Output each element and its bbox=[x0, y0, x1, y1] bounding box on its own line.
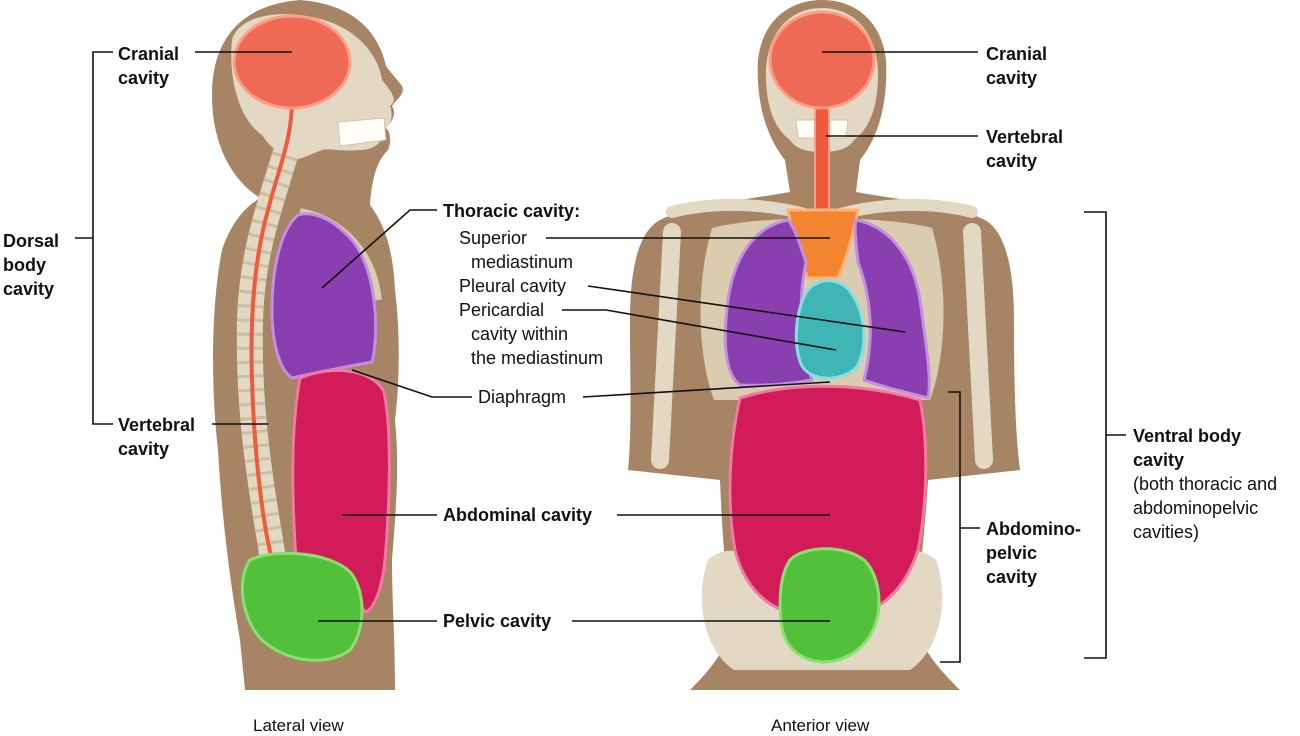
label-line: the mediastinum bbox=[471, 348, 604, 368]
label-line: pelvic bbox=[986, 543, 1038, 563]
label-line: Abdomino- bbox=[986, 519, 1081, 539]
label-line: cavity bbox=[3, 279, 55, 299]
anterior-arm-bones bbox=[651, 223, 993, 469]
abdominopelvic-cavity-label: Abdomino- pelvic cavity bbox=[986, 517, 1081, 589]
abdominal-cavity-label: Abdominal cavity bbox=[443, 505, 593, 525]
pelvic-cavity-label: Pelvic cavity bbox=[443, 611, 552, 631]
leader-pleural bbox=[587, 285, 906, 333]
lateral-cranial-cavity bbox=[232, 14, 352, 110]
label-line: cavity within bbox=[471, 324, 569, 344]
label-line: Ventral body bbox=[1133, 426, 1242, 446]
dorsal-body-cavity-label: Dorsal body cavity bbox=[3, 229, 59, 301]
label-line: cavity bbox=[986, 567, 1038, 587]
label-line: Superior bbox=[459, 228, 528, 248]
label-line: cavity bbox=[118, 68, 170, 88]
lateral-pelvic-cavity bbox=[240, 551, 364, 662]
vertebral-cavity-label-left: Vertebral cavity bbox=[118, 413, 195, 461]
leader-lines bbox=[75, 51, 1126, 663]
leader-diaphragm-left bbox=[351, 369, 472, 398]
vertebral-cavity-label-right: Vertebral cavity bbox=[986, 125, 1063, 173]
anterior-abdominal-cavity bbox=[728, 384, 928, 614]
anterior-vertebral-cavity bbox=[814, 95, 830, 211]
anterior-pelvic-cavity bbox=[778, 547, 881, 664]
bracket-dorsal bbox=[75, 51, 113, 425]
label-line: cavity bbox=[1133, 450, 1185, 470]
label-line: cavity bbox=[986, 68, 1038, 88]
lateral-abdominal-cavity bbox=[291, 368, 391, 614]
superior-mediastinum-label: Superior mediastinum bbox=[459, 226, 573, 274]
anterior-cranial-cavity bbox=[768, 10, 876, 110]
pericardial-cavity-label: Pericardial cavity within the mediastinu… bbox=[459, 298, 603, 370]
label-line: cavity bbox=[118, 439, 170, 459]
label-line: abdominopelvic bbox=[1133, 498, 1259, 518]
anterior-view-caption: Anterior view bbox=[771, 716, 870, 735]
pleural-cavity-label: Pleural cavity bbox=[459, 276, 567, 296]
pericardial-cavity bbox=[794, 279, 866, 380]
leader-pericardial bbox=[562, 309, 837, 351]
lateral-lung bbox=[270, 212, 378, 380]
lateral-view-figure bbox=[212, 0, 403, 690]
cranial-cavity-label-right: Cranial cavity bbox=[986, 42, 1047, 90]
cranial-cavity-label-left: Cranial cavity bbox=[118, 42, 179, 90]
anterior-lung-right bbox=[853, 218, 931, 400]
bracket-abdominopelvic bbox=[940, 391, 980, 663]
label-line: cavity bbox=[986, 151, 1038, 171]
label-line: (both thoracic and bbox=[1133, 474, 1278, 494]
label-line: mediastinum bbox=[471, 252, 574, 272]
anterior-view-figure bbox=[628, 0, 1020, 690]
label-line: body bbox=[3, 255, 46, 275]
leader-thoracic bbox=[321, 209, 437, 289]
bracket-ventral bbox=[1084, 211, 1126, 659]
ventral-body-cavity-label: Ventral body cavity (both thoracic and a… bbox=[1133, 424, 1277, 544]
label-line: Dorsal bbox=[3, 231, 60, 251]
lateral-spinal-cord bbox=[249, 99, 294, 561]
lateral-view-caption: Lateral view bbox=[253, 716, 344, 735]
label-line: Vertebral bbox=[986, 127, 1064, 147]
label-line: cavities) bbox=[1133, 522, 1200, 542]
thoracic-cavity-heading: Thoracic cavity: bbox=[443, 201, 581, 221]
leader-diaphragm-right bbox=[582, 381, 831, 398]
diaphragm-label: Diaphragm bbox=[478, 387, 567, 407]
label-line: Vertebral bbox=[118, 415, 196, 435]
anterior-lung-left bbox=[723, 218, 814, 387]
label-line: Pericardial bbox=[459, 300, 545, 320]
lateral-teeth bbox=[337, 117, 387, 147]
label-line: Cranial bbox=[118, 44, 180, 64]
label-line: Cranial bbox=[986, 44, 1048, 64]
